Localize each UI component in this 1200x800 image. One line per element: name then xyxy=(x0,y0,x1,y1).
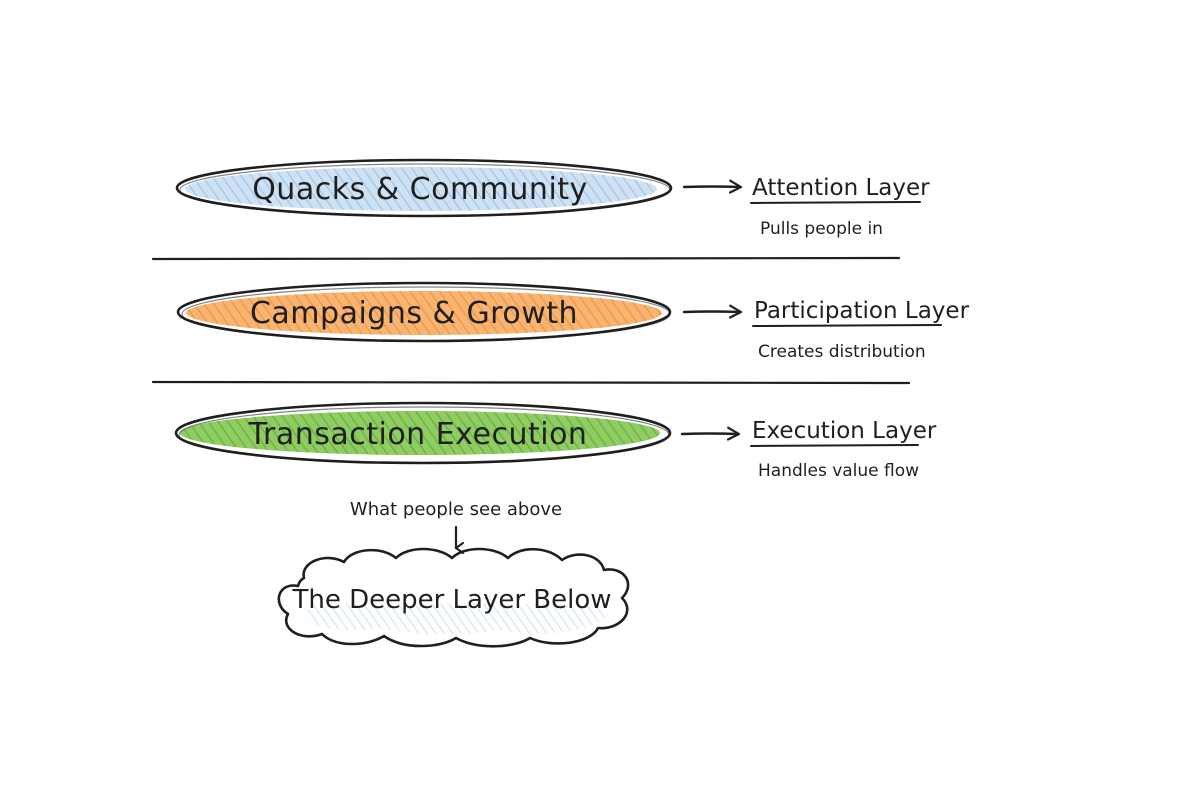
pill-label-campaigns-growth: Campaigns & Growth xyxy=(250,296,578,331)
pill-label-quacks-community: Quacks & Community xyxy=(252,172,588,207)
pill-outline-stroke-2 xyxy=(179,163,671,217)
layer-row-attention: Quacks & Community Attention Layer Pulls… xyxy=(175,158,930,239)
note-what-people-see: What people see above xyxy=(350,499,562,520)
pill-fill-quacks-community xyxy=(185,167,657,211)
divider-2 xyxy=(151,380,911,385)
pill-outline-stroke-2c xyxy=(178,406,670,464)
cloud-shading xyxy=(305,604,606,635)
layer-title-underline-execution xyxy=(750,444,919,447)
layer-title-underline-participation xyxy=(752,324,942,327)
layer-description-execution: Handles value flow xyxy=(758,461,919,481)
cloud-deeper-layer: The Deeper Layer Below xyxy=(277,547,630,648)
arrow-to-execution-layer xyxy=(680,434,738,435)
cloud-outline xyxy=(277,547,630,648)
layer-title-participation: Participation Layer xyxy=(754,298,970,324)
pill-fill-transaction-execution xyxy=(180,411,660,455)
pill-fill-campaigns-growth xyxy=(186,291,662,335)
layer-row-participation: Campaigns & Growth Participation Layer C… xyxy=(176,281,970,362)
layer-title-execution: Execution Layer xyxy=(752,418,937,444)
layer-description-attention: Pulls people in xyxy=(760,219,883,239)
arrow-to-attention-layer xyxy=(682,187,740,188)
layer-row-execution: Transaction Execution Execution Layer Ha… xyxy=(174,401,937,481)
layer-title-attention: Attention Layer xyxy=(752,175,930,201)
divider-1 xyxy=(151,256,901,261)
pill-outline-stroke-2b xyxy=(181,286,671,342)
arrow-to-participation-layer xyxy=(682,312,740,313)
pill-label-transaction-execution: Transaction Execution xyxy=(248,417,588,452)
layer-title-underline-attention xyxy=(750,201,921,204)
layer-description-participation: Creates distribution xyxy=(758,342,926,362)
cloud-label-deeper-layer: The Deeper Layer Below xyxy=(291,585,611,615)
